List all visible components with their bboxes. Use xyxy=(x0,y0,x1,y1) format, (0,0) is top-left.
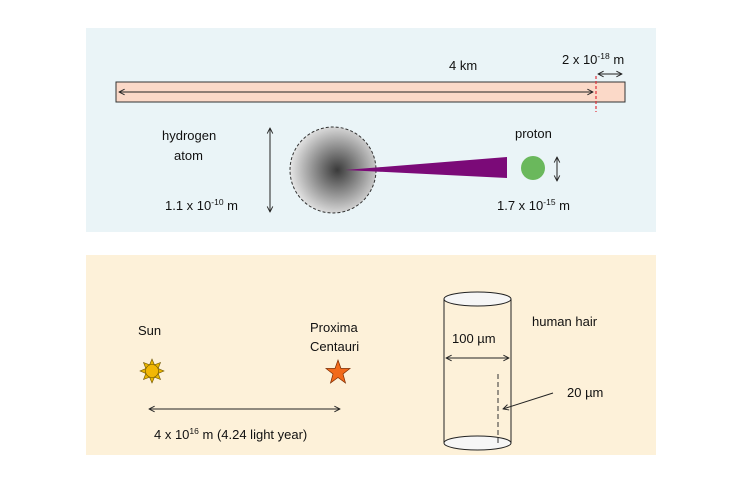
inner-arrow xyxy=(503,392,554,409)
sun-icon xyxy=(139,358,165,384)
top-panel xyxy=(86,28,656,232)
star-label-2: Centauri xyxy=(310,339,359,354)
star-icon xyxy=(324,358,352,384)
hair-cylinder xyxy=(443,291,512,451)
hair-diameter-label: 100 µm xyxy=(452,331,496,346)
sun-label: Sun xyxy=(138,323,161,338)
hair-inner-label: 20 µm xyxy=(567,385,603,400)
hair-label: human hair xyxy=(532,314,598,329)
bottom-panel xyxy=(86,255,656,455)
slice-label: 2 x 10-18 m xyxy=(562,51,624,67)
zoom-wedge xyxy=(345,157,507,178)
bar-length-label: 4 km xyxy=(449,58,477,73)
star-label: Proxima xyxy=(310,320,358,335)
proton-label: proton xyxy=(515,126,552,141)
proton-size-label: 1.7 x 10-15 m xyxy=(497,197,570,213)
proton xyxy=(521,156,545,180)
distance-label: 4 x 1016 m (4.24 light year) xyxy=(154,426,307,442)
atom-size-label: 1.1 x 10-10 m xyxy=(165,197,238,213)
atom-label: hydrogen xyxy=(162,128,216,143)
atom-label-2: atom xyxy=(174,148,203,163)
